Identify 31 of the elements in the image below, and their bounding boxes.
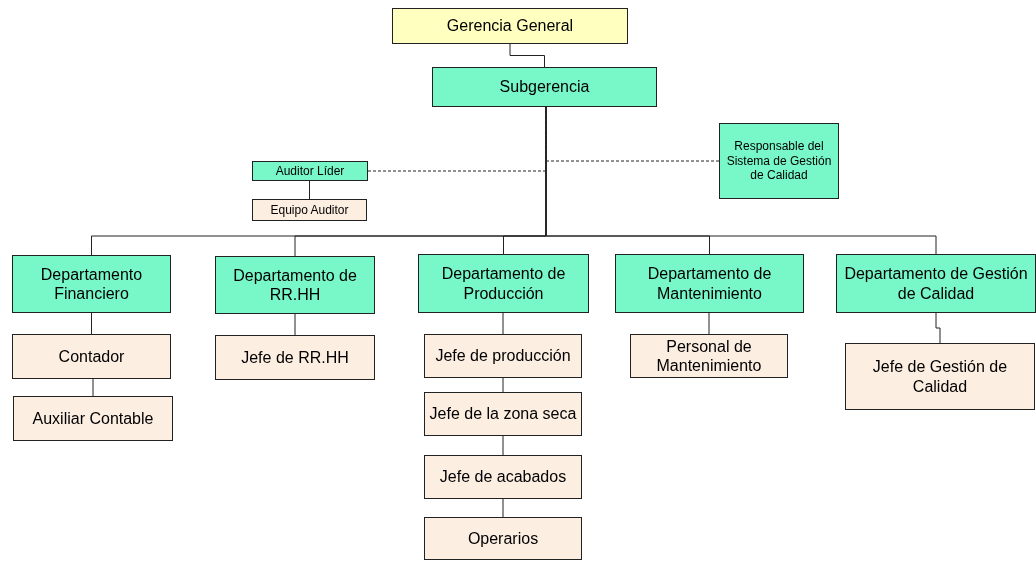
position-box: Operarios [424, 517, 582, 560]
org-box: Responsable del Sistema de Gestión de Calidad [719, 123, 839, 199]
position-box: Contador [12, 334, 171, 379]
department-box: Departamento de Gestión de Calidad [836, 254, 1036, 313]
department-box: Departamento de Producción [418, 254, 589, 313]
connector-line [935, 312, 941, 344]
position-box: Jefe de acabados [424, 455, 582, 499]
org-box: Equipo Auditor [252, 199, 367, 221]
connector-line [502, 312, 504, 335]
connector-line [91, 312, 92, 335]
connector-line [502, 498, 504, 518]
position-box: Jefe de la zona seca [424, 392, 582, 436]
connector-line [502, 435, 504, 456]
connector-line [294, 313, 296, 336]
org-box: Auditor Líder [252, 161, 368, 181]
org-box: Subgerencia [432, 67, 657, 107]
position-box: Auxiliar Contable [13, 396, 173, 441]
connector-line [92, 378, 94, 397]
position-box: Personal de Mantenimiento [630, 334, 788, 378]
department-box: Departamento de Mantenimiento [615, 254, 804, 313]
position-box: Jefe de Gestión de Calidad [845, 343, 1035, 410]
connector-line [545, 106, 937, 255]
position-box: Jefe de RR.HH [215, 335, 375, 380]
position-box: Jefe de producción [424, 334, 582, 378]
department-box: Departamento de RR.HH [215, 256, 375, 314]
connector-line [708, 312, 710, 335]
org-box: Gerencia General [392, 8, 628, 44]
department-box: Departamento Financiero [12, 255, 171, 313]
connector-line [309, 180, 310, 200]
connector-line [502, 377, 504, 393]
connector-line [509, 43, 545, 68]
